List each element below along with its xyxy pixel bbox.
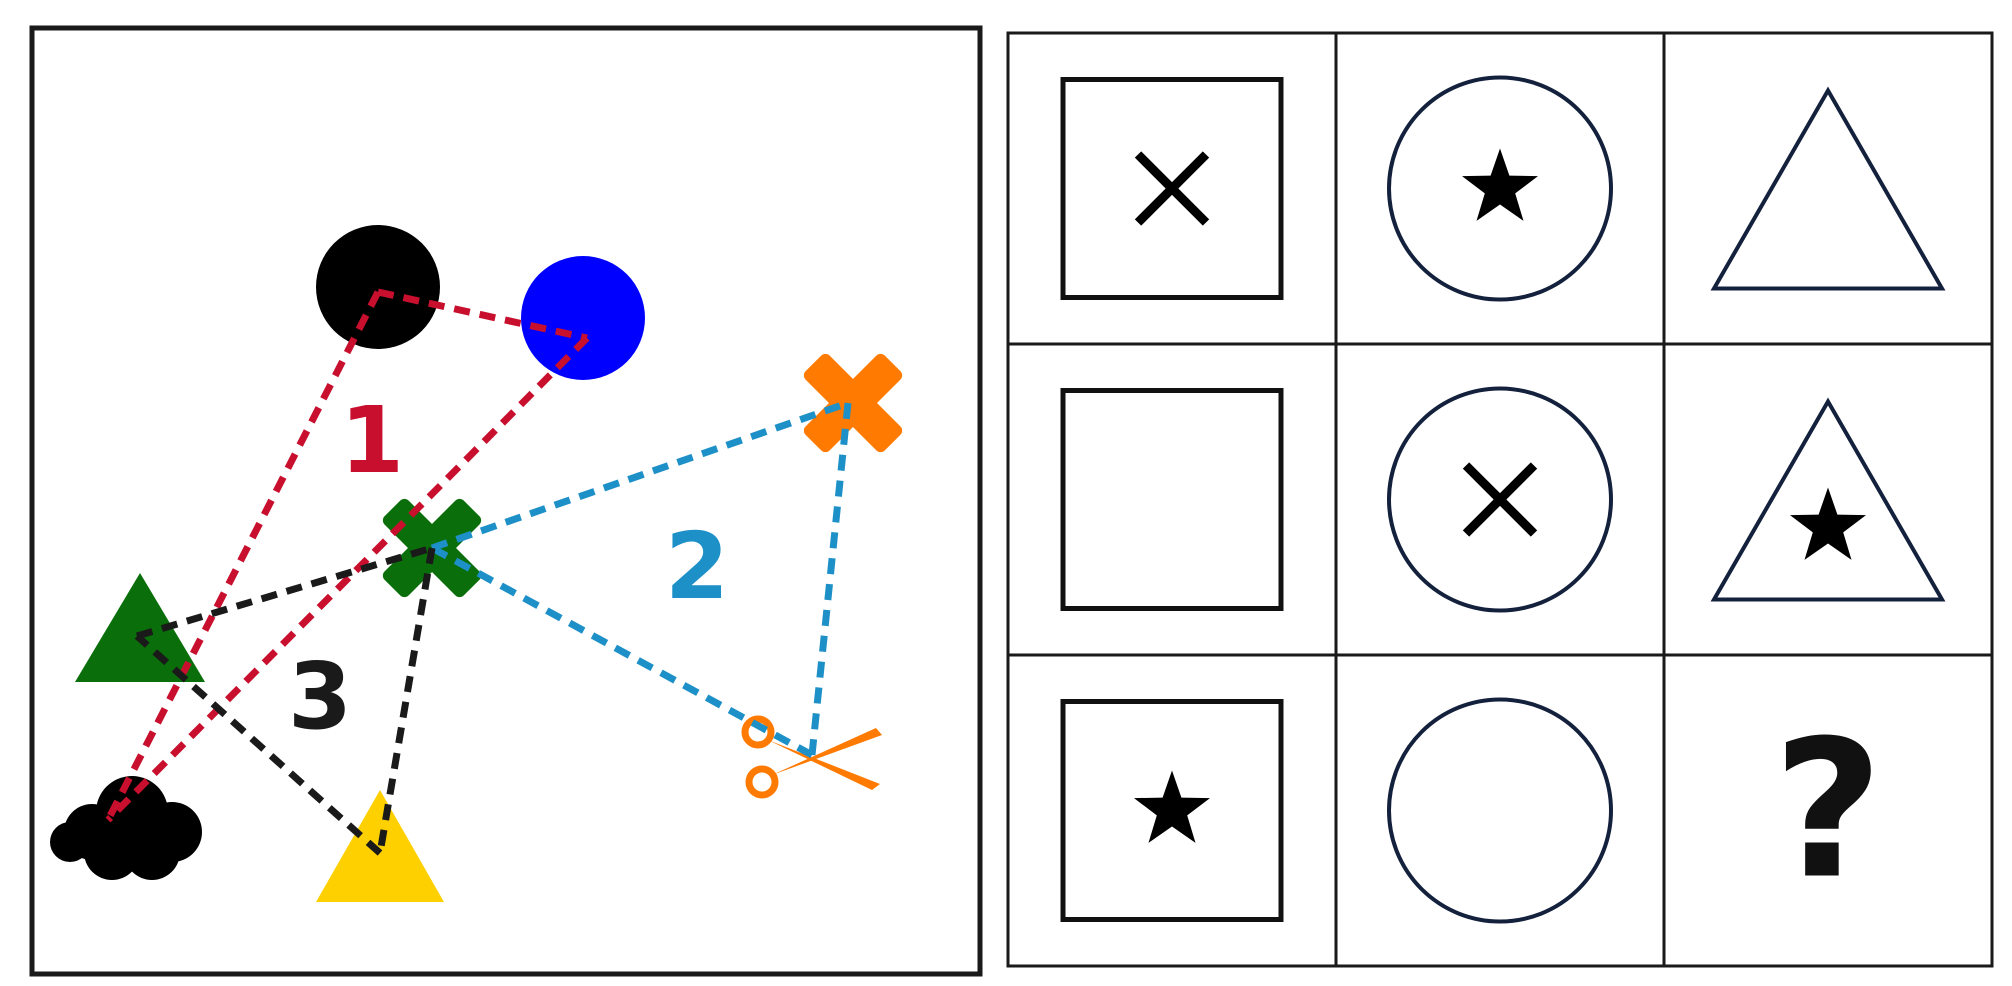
cross-icon [1134, 151, 1210, 226]
region-label-2: 2 [665, 513, 729, 620]
region-label-1: 1 [340, 387, 404, 494]
scissors-icon [741, 715, 882, 799]
dashed-lines-region-1 [104, 288, 590, 823]
cloud-icon [50, 776, 202, 880]
triangle-outline-icon [1710, 86, 1946, 291]
circle-outline-icon [1387, 386, 1613, 613]
matrix-cell-2-3 [1710, 397, 1946, 602]
star-icon [1790, 487, 1866, 560]
triangle-outline-icon [1710, 397, 1946, 602]
black-circle-icon [316, 225, 440, 349]
circle-outline-icon [1387, 697, 1613, 924]
blue-circle-icon [521, 256, 645, 380]
green-triangle-icon [75, 573, 205, 682]
question-mark: ? [1773, 700, 1883, 921]
star-icon [1134, 770, 1210, 843]
dashed-lines-region-2 [430, 399, 852, 759]
square-outline-icon [1060, 388, 1284, 611]
matrix-cell-1-2 [1387, 75, 1613, 302]
star-icon [1462, 148, 1538, 221]
matrix-cell-2-1 [1060, 388, 1284, 611]
cross-icon [1462, 462, 1538, 537]
orange-cross-icon [803, 353, 903, 453]
dashed-lines-region-3 [134, 544, 436, 856]
matrix-cell-1-1 [1060, 77, 1284, 300]
circle-outline-icon [1387, 75, 1613, 302]
yellow-triangle-icon [316, 790, 444, 902]
matrix-cell-3-2 [1387, 697, 1613, 924]
matrix-cell-3-1 [1060, 699, 1284, 922]
square-outline-icon [1060, 699, 1284, 922]
matrix-cell-3-3: ? [1773, 700, 1883, 921]
matrix-cell-1-3 [1710, 86, 1946, 291]
square-outline-icon [1060, 77, 1284, 300]
matrix-cell-2-2 [1387, 386, 1613, 613]
region-label-3: 3 [288, 643, 352, 750]
